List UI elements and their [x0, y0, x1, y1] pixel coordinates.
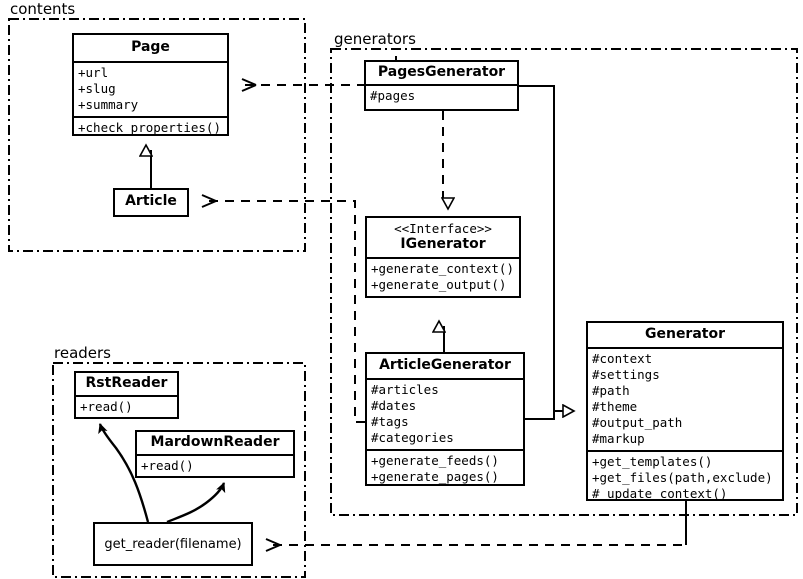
attribute-dates: #dates [371, 398, 417, 413]
class-name-generator: Generator [644, 326, 725, 342]
attribute-tags: #tags [371, 414, 409, 429]
class-operations-generator: +get_templates() +get_files(path,exclude… [588, 452, 782, 505]
attribute-categories: #categories [371, 430, 454, 445]
class-operations-igenerator: +generate_context() +generate_output() [367, 259, 519, 296]
attribute-theme: #theme [592, 399, 638, 414]
attribute-slug: +slug [78, 81, 116, 96]
operation-read: +read() [141, 458, 194, 473]
attribute-path: #path [592, 383, 630, 398]
attribute-pages: #pages [370, 88, 416, 103]
function-box-get-reader[interactable]: get_reader(filename) [93, 522, 253, 566]
attribute-markup: #markup [592, 431, 645, 446]
class-box-igenerator[interactable]: <<Interface>> IGenerator +generate_conte… [365, 216, 521, 298]
relationship-generator-uses-get-reader [265, 501, 687, 552]
attribute-context: #context [592, 351, 653, 366]
operation-generate-output: +generate_output() [371, 277, 507, 292]
operation-get-templates: +get_templates() [592, 454, 713, 469]
relationship-articlegenerator-uses-article [201, 194, 365, 423]
relationship-get-reader-returns-mardownreader [166, 482, 226, 524]
class-box-mardown-reader[interactable]: MardownReader +read() [135, 430, 295, 478]
class-attributes-generator: #context #settings #path #theme #output_… [588, 349, 782, 450]
class-stereotype-igenerator: <<Interface>> [394, 221, 492, 236]
attribute-url: +url [78, 65, 109, 80]
package-label-generators: generators [332, 30, 418, 48]
operation-read: +read() [80, 399, 133, 414]
relationship-articlegenerator-to-generator [525, 411, 555, 420]
class-name-rst-reader: RstReader [85, 375, 168, 391]
attribute-settings: #settings [592, 367, 660, 382]
package-label-contents: contents [8, 0, 78, 18]
class-operations-rst-reader: +read() [76, 397, 177, 418]
class-operations-page: +check_properties() [74, 118, 227, 139]
class-box-page[interactable]: Page +url +slug +summary +check_properti… [72, 33, 229, 136]
class-box-rst-reader[interactable]: RstReader +read() [74, 371, 179, 419]
class-attributes-pages-generator: #pages [366, 86, 517, 107]
operation-update-context: #_update_context() [592, 486, 728, 501]
class-attributes-page: +url +slug +summary [74, 63, 227, 116]
class-name-pages-generator: PagesGenerator [377, 64, 506, 80]
class-operations-mardown-reader: +read() [137, 456, 293, 477]
operation-generate-feeds: +generate_feeds() [371, 453, 499, 468]
package-label-readers: readers [52, 344, 113, 362]
class-box-article[interactable]: Article [113, 188, 189, 217]
class-box-generator[interactable]: Generator #context #settings #path #them… [586, 321, 784, 501]
class-attributes-article-generator: #articles #dates #tags #categories [367, 380, 523, 449]
operation-get-files: +get_files(path,exclude) [592, 470, 773, 485]
attribute-articles: #articles [371, 382, 439, 397]
class-operations-article-generator: +generate_feeds() +generate_pages() [367, 451, 523, 488]
operation-check-properties: +check_properties() [78, 120, 221, 135]
class-name-page: Page [131, 39, 170, 55]
attribute-summary: +summary [78, 97, 139, 112]
class-name-article-generator: ArticleGenerator [379, 357, 511, 373]
class-box-pages-generator[interactable]: PagesGenerator #pages [364, 60, 519, 111]
attribute-output-path: #output_path [592, 415, 683, 430]
function-label-get-reader: get_reader(filename) [104, 536, 242, 552]
relationship-pagesgenerator-to-generator [519, 85, 574, 411]
class-name-article: Article [125, 193, 177, 209]
class-name-igenerator: IGenerator [400, 236, 486, 252]
class-box-article-generator[interactable]: ArticleGenerator #articles #dates #tags … [365, 352, 525, 486]
class-name-mardown-reader: MardownReader [150, 434, 280, 450]
operation-generate-context: +generate_context() [371, 261, 514, 276]
operation-generate-pages: +generate_pages() [371, 469, 499, 484]
